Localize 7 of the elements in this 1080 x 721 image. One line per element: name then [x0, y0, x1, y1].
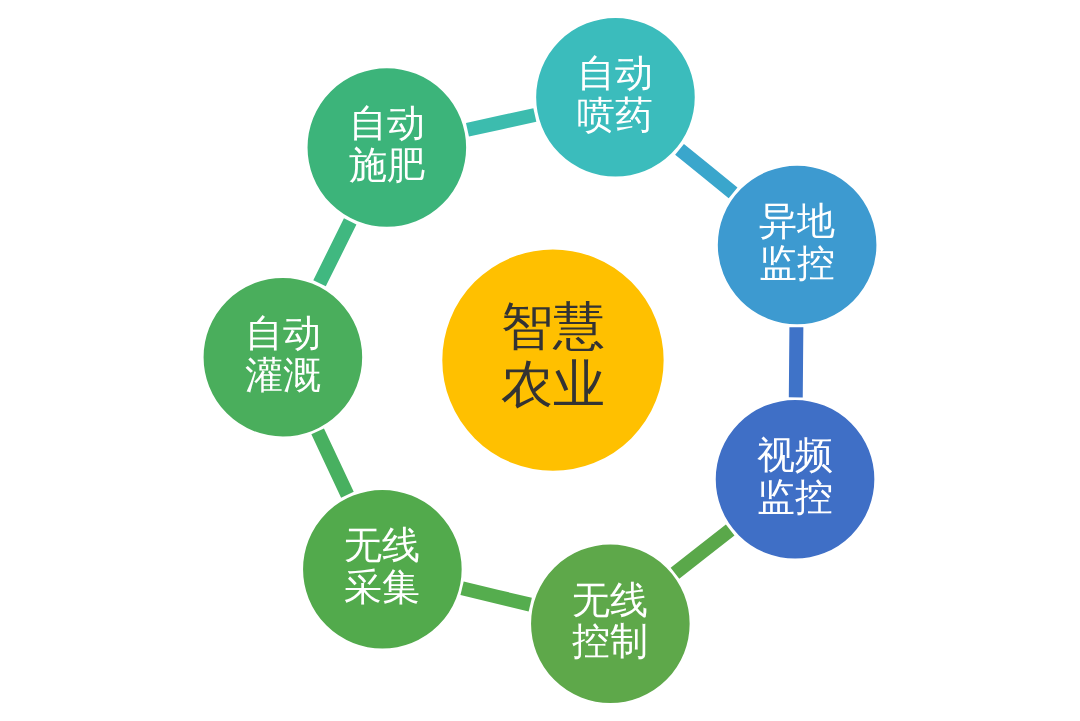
- connector: [675, 143, 738, 199]
- connector: [670, 524, 735, 579]
- connector: [465, 108, 537, 137]
- connector: [788, 327, 804, 398]
- connector: [313, 218, 357, 287]
- connector: [311, 428, 354, 498]
- connector: [460, 581, 532, 612]
